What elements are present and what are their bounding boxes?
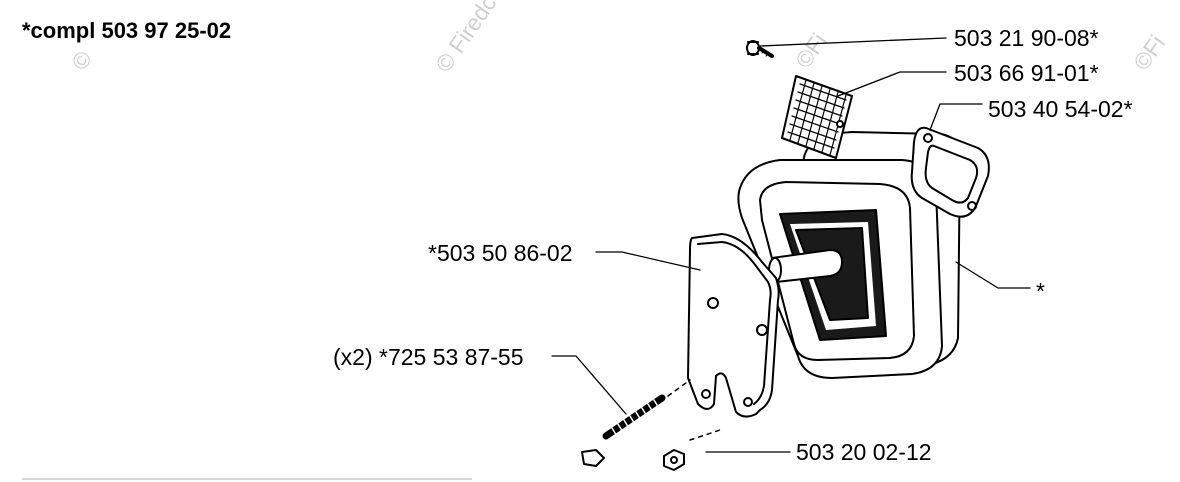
assembly-label: *compl 503 97 25-02 [22, 18, 232, 43]
bottom-divider [22, 478, 472, 480]
leader-lines [551, 37, 1031, 453]
stud-bolt [602, 379, 691, 440]
label-muffler: * [1036, 278, 1045, 304]
screw [746, 40, 774, 58]
nut [581, 429, 721, 471]
label-cover-plate: *503 50 86-02 [428, 240, 573, 266]
label-gasket: 503 40 54-02* [988, 96, 1133, 122]
label-spark-screen: 503 66 91-01* [954, 60, 1099, 86]
label-nut: 503 20 02-12 [796, 439, 932, 465]
cover-plate [687, 233, 780, 418]
gasket [910, 126, 990, 218]
label-screw: 503 21 90-08* [954, 25, 1099, 51]
spark-screen [781, 75, 853, 159]
muffler-body [737, 131, 961, 379]
label-stud-bolt: (x2) *725 53 87-55 [333, 344, 524, 370]
